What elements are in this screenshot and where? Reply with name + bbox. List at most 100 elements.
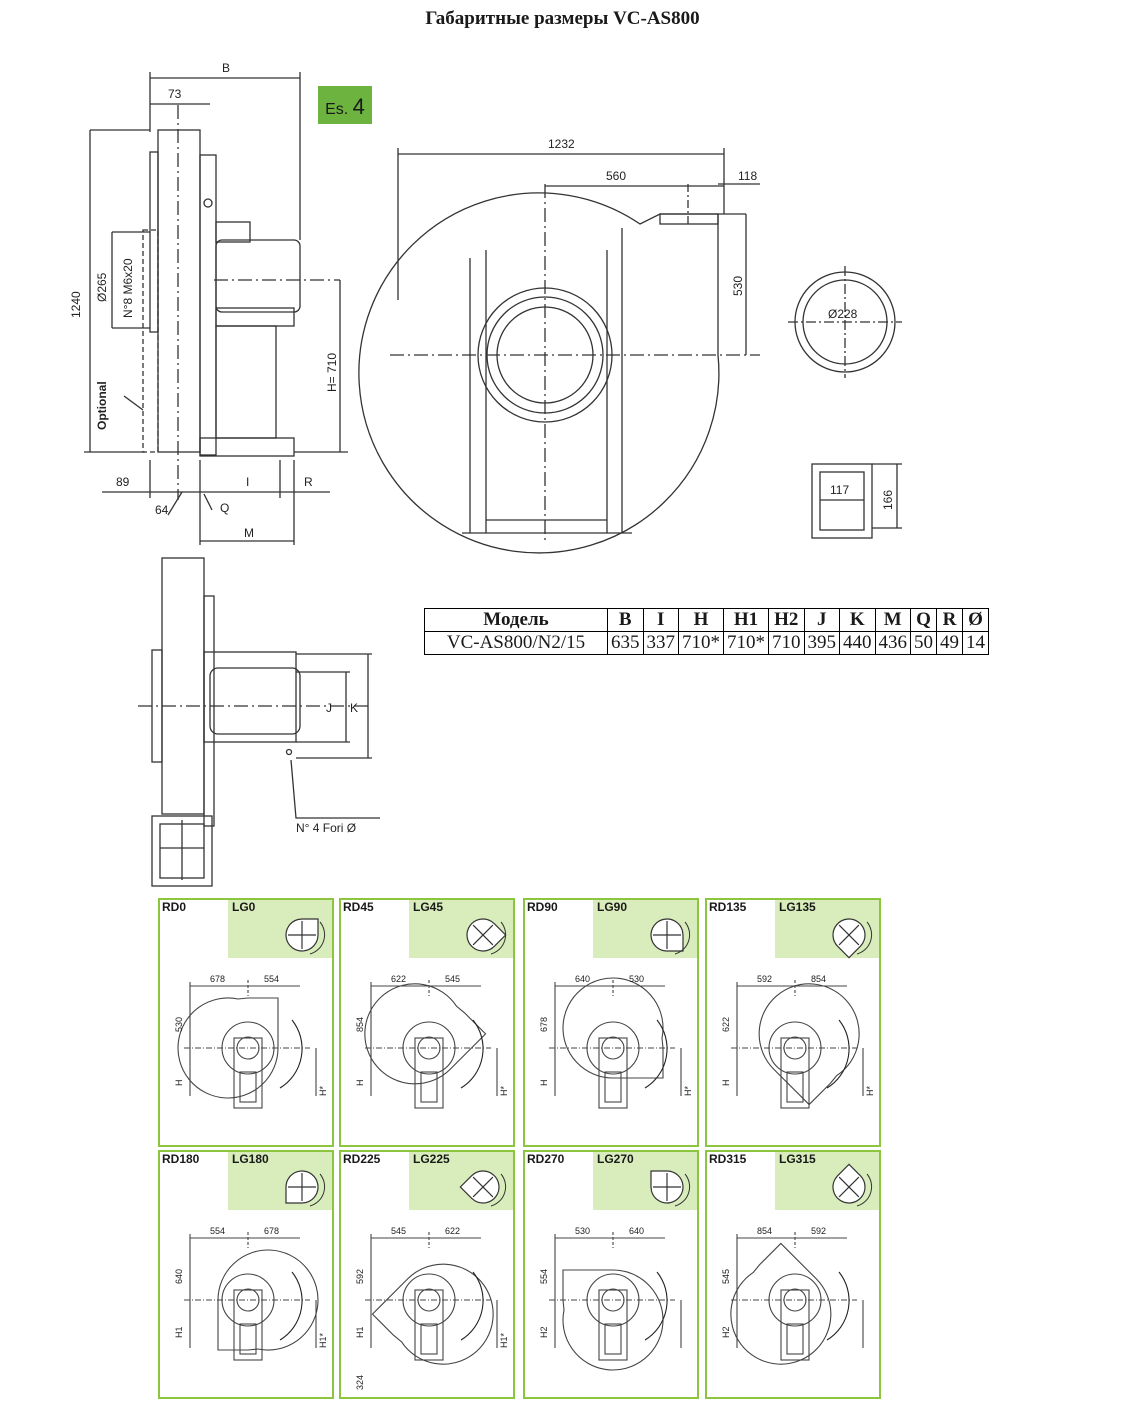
dim-a-label: 854 (757, 1226, 772, 1236)
rd-label: RD45 (343, 900, 374, 914)
dim-I-label: I (246, 475, 249, 489)
spec-table: Модель B I H H1 H2 J K M Q R Ø VC-AS800/… (424, 608, 989, 655)
dim-b-label: 640 (629, 1226, 644, 1236)
dim-b-label: 554 (264, 974, 279, 984)
dim-v-label: 854 (355, 1017, 365, 1032)
dim-b-label: 854 (811, 974, 826, 984)
rd-label: RD270 (527, 1152, 565, 1166)
cell-diameter: 14 (962, 631, 989, 655)
col-B: B (607, 608, 644, 632)
dim-a-label: 622 (391, 974, 406, 984)
dim-b-label: 592 (811, 1226, 826, 1236)
rd-label: RD90 (527, 900, 558, 914)
dim-extra-label: 324 (355, 1375, 365, 1390)
lg-label: LG135 (779, 900, 816, 914)
rd-label: RD315 (709, 1152, 747, 1166)
col-H1: H1 (723, 608, 769, 632)
dim-right-label: H* (499, 1086, 509, 1096)
badge-box (318, 86, 372, 124)
dim-v-label: 678 (539, 1017, 549, 1032)
col-diameter: Ø (962, 608, 989, 632)
lg-label: LG90 (597, 900, 628, 914)
rotation-icon (466, 918, 507, 952)
rotation-icon (650, 1170, 684, 1204)
dim-1240-label: 1240 (69, 291, 83, 318)
lg-label: LG225 (413, 1152, 450, 1166)
rd-label: RD225 (343, 1152, 381, 1166)
dim-a-label: 545 (391, 1226, 406, 1236)
dim-low-label: H2 (721, 1326, 731, 1338)
holes-label: N° 4 Fori Ø (296, 821, 356, 835)
dim-a-label: 554 (210, 1226, 225, 1236)
dim-low-label: H1 (174, 1326, 184, 1338)
dim-low-label: H (721, 1080, 731, 1087)
dim-right-label: H1* (499, 1332, 509, 1348)
spec-table-header: Модель B I H H1 H2 J K M Q R Ø (424, 608, 989, 632)
dim-bolts-label: N°8 M6x20 (121, 258, 135, 318)
lg-label: LG45 (413, 900, 444, 914)
front-view (358, 148, 760, 554)
dim-a-label: 678 (210, 974, 225, 984)
col-J: J (803, 608, 840, 632)
dim-right-label: H1* (318, 1332, 328, 1348)
rotation-icon (459, 1170, 500, 1204)
dim-64-label: 64 (155, 503, 169, 517)
dim-117-label: 117 (830, 483, 849, 497)
lg-label: LG270 (597, 1152, 634, 1166)
inlet-flange-detail (788, 266, 902, 378)
dim-a-label: 592 (757, 974, 772, 984)
col-K: K (839, 608, 876, 632)
dim-low-label: H (539, 1080, 549, 1087)
cell-M: 436 (874, 631, 911, 655)
col-H2: H2 (768, 608, 805, 632)
rotation-icon (650, 918, 684, 952)
cell-model: VC-AS800/N2/15 (424, 631, 608, 655)
cell-B: 635 (607, 631, 644, 655)
dim-v-label: 530 (174, 1017, 184, 1032)
cell-J: 395 (803, 631, 840, 655)
lg-label: LG0 (232, 900, 256, 914)
dim-530-label: 530 (731, 276, 745, 296)
page-title: Габаритные размеры VC-AS800 (425, 8, 700, 29)
top-view (138, 557, 380, 887)
optional-label: Optional (95, 381, 109, 430)
dim-low-label: H2 (539, 1326, 549, 1338)
dim-B-label: B (222, 61, 230, 75)
dim-H-label: H= 710 (325, 353, 339, 392)
badge-label: Es. 4 (325, 94, 365, 119)
fan-body (371, 1263, 494, 1365)
dim-low-label: H (174, 1080, 184, 1087)
col-Q: Q (910, 608, 937, 632)
col-I: I (642, 608, 679, 632)
dim-K-label: K (350, 701, 358, 715)
dim-166-label: 166 (881, 490, 895, 510)
rotation-icon (832, 1163, 866, 1204)
cell-H2: 710 (768, 631, 805, 655)
fan-body (758, 983, 860, 1106)
cell-Q: 50 (910, 631, 937, 655)
dim-Q-label: Q (220, 501, 229, 515)
rotation-icon (832, 918, 866, 959)
dim-b-label: 530 (629, 974, 644, 984)
rd-label: RD180 (162, 1152, 200, 1166)
cell-I: 337 (642, 631, 679, 655)
cell-H1: 710* (723, 631, 769, 655)
dim-1232-label: 1232 (548, 137, 575, 151)
dim-73-label: 73 (168, 87, 182, 101)
dim-right-label: H* (318, 1086, 328, 1096)
lg-label: LG315 (779, 1152, 816, 1166)
rd-label: RD0 (162, 900, 187, 914)
dim-low-label: H1 (355, 1326, 365, 1338)
dim-J-label: J (326, 701, 332, 715)
table-row: VC-AS800/N2/15 635 337 710* 710* 710 395… (424, 631, 989, 655)
col-R: R (936, 608, 963, 632)
